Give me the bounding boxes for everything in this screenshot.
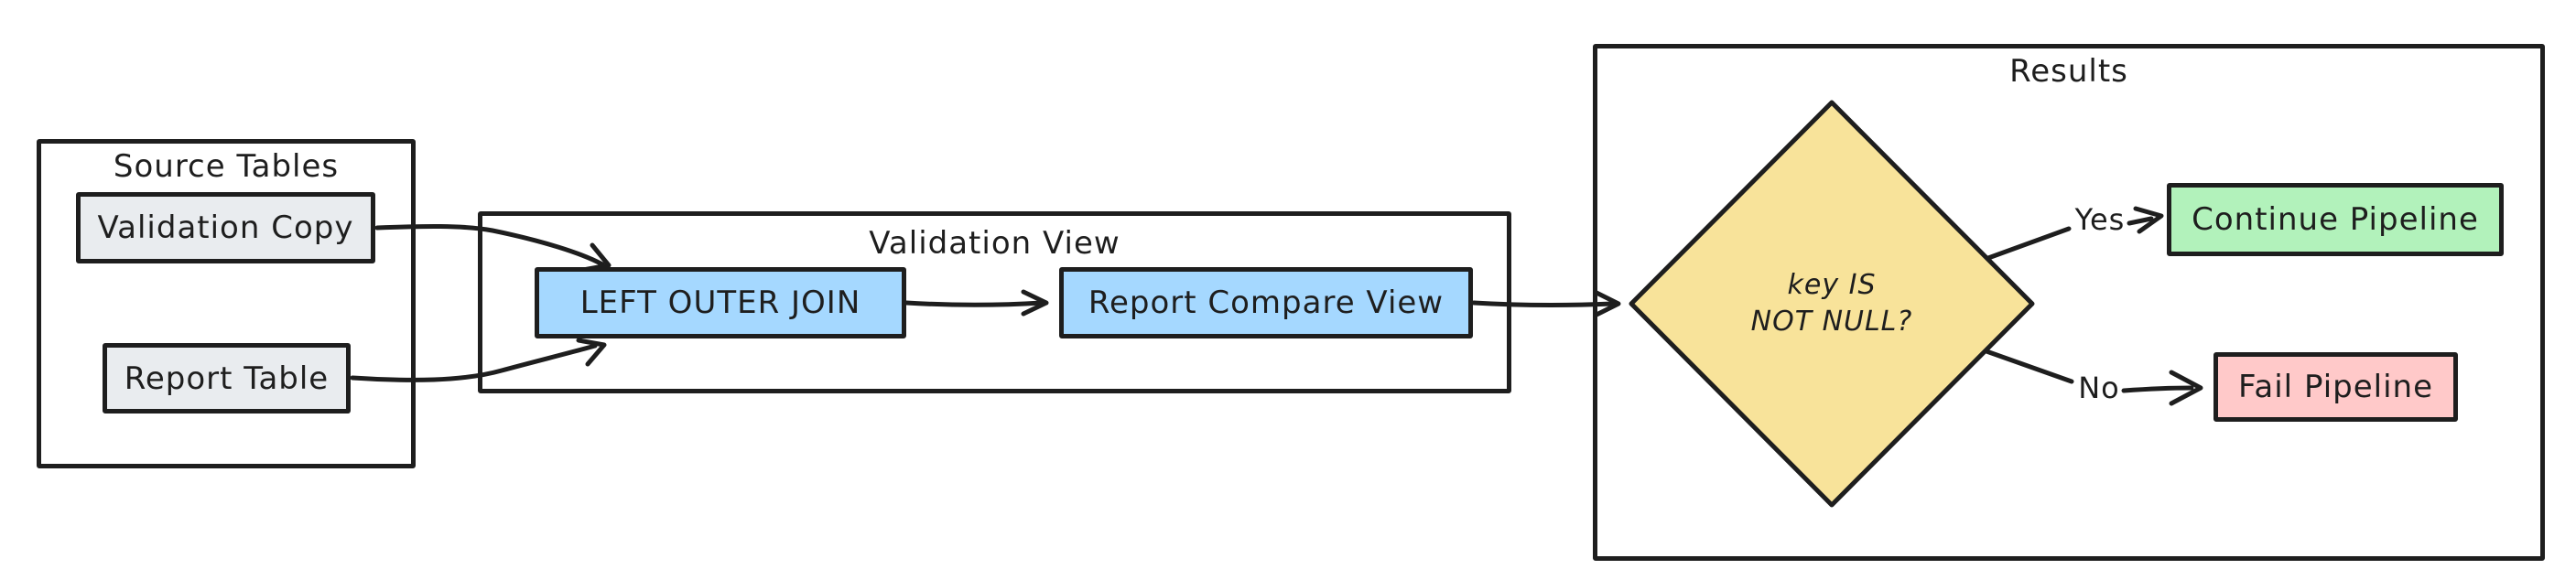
node-continue-pipeline-label: Continue Pipeline bbox=[2192, 201, 2479, 238]
source-tables-title: Source Tables bbox=[113, 148, 340, 185]
results-title: Results bbox=[2009, 53, 2128, 90]
decision-label-line1: key IS bbox=[1787, 269, 1877, 301]
node-left-outer-join-label: LEFT OUTER JOIN bbox=[579, 285, 861, 321]
decision-label: key IS NOT NULL? bbox=[1694, 267, 1969, 340]
node-fail-pipeline: Fail Pipeline bbox=[2213, 352, 2458, 422]
yes-edge-label: Yes bbox=[2074, 202, 2126, 237]
node-continue-pipeline: Continue Pipeline bbox=[2167, 183, 2504, 256]
node-fail-pipeline-label: Fail Pipeline bbox=[2237, 369, 2434, 405]
node-report-compare-view: Report Compare View bbox=[1059, 267, 1473, 338]
node-report-compare-view-label: Report Compare View bbox=[1088, 285, 1445, 321]
validation-view-title: Validation View bbox=[869, 225, 1120, 262]
no-edge-label: No bbox=[2078, 371, 2120, 405]
node-validation-copy-label: Validation Copy bbox=[97, 209, 354, 246]
source-tables-group bbox=[37, 139, 416, 468]
node-left-outer-join: LEFT OUTER JOIN bbox=[535, 267, 906, 338]
node-validation-copy: Validation Copy bbox=[76, 192, 375, 263]
node-report-table: Report Table bbox=[103, 343, 351, 414]
decision-label-line2: NOT NULL? bbox=[1750, 306, 1913, 338]
node-report-table-label: Report Table bbox=[124, 360, 330, 397]
